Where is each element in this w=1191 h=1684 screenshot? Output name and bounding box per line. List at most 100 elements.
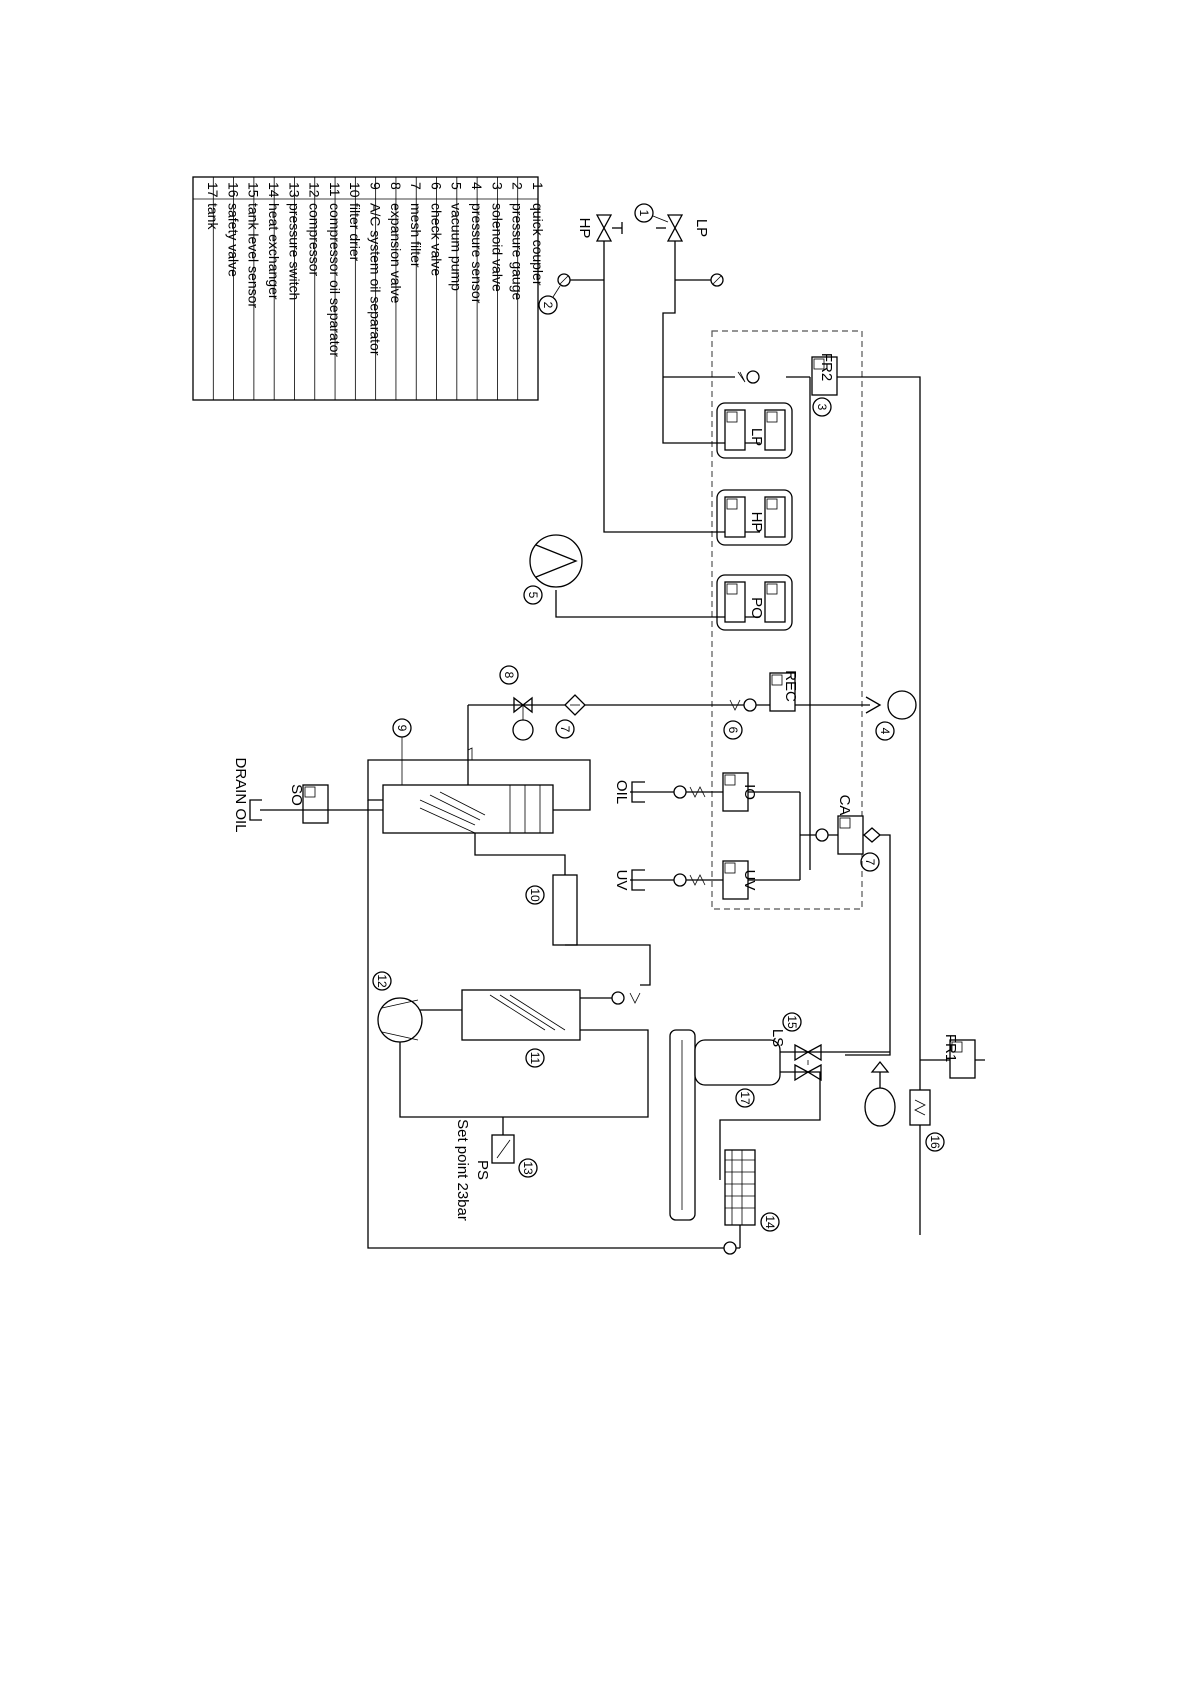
callout-15: 15	[782, 1012, 802, 1032]
legend-label: expansion valve	[388, 203, 404, 304]
hp-quick-coupler	[595, 214, 623, 278]
heat-exchanger	[723, 1149, 756, 1255]
vacuum-pump	[529, 534, 583, 588]
legend-label: tank level sensor	[246, 203, 262, 308]
legend-label: pressure gauge	[510, 203, 526, 301]
lp-quick-coupler	[656, 214, 684, 278]
hp-valve-label: HP	[748, 512, 765, 533]
svg-text:8: 8	[502, 672, 516, 679]
mesh-filter-1	[564, 694, 586, 716]
po-solenoid-valves	[716, 574, 793, 631]
legend-number: 13	[286, 182, 302, 198]
svg-text:15: 15	[785, 1015, 799, 1029]
lp-solenoid-valves	[716, 402, 793, 459]
callout-11: 11	[525, 1048, 545, 1068]
callout-10: 10	[525, 885, 545, 905]
uv-solenoid-valve	[673, 860, 749, 900]
svg-text:9: 9	[395, 725, 409, 732]
so-label: SO	[288, 784, 305, 806]
legend-label: heat exchanger	[266, 203, 282, 300]
callout-2: 2	[538, 285, 561, 315]
legend-number: 8	[388, 182, 404, 190]
svg-text:16: 16	[928, 1135, 942, 1149]
legend-number: 7	[408, 182, 424, 190]
tank	[669, 1029, 781, 1221]
svg-text:11: 11	[528, 1052, 542, 1065]
legend-label: vacuum pump	[449, 203, 465, 291]
fr2-label: FR2	[818, 353, 835, 381]
fr1-label: FR1	[942, 1034, 959, 1062]
callout-7a: 7	[555, 719, 575, 739]
so-solenoid-valve	[249, 784, 383, 824]
legend-label: A/C system oil separator	[368, 203, 384, 356]
fr1-solenoid-valve	[949, 1039, 976, 1079]
svg-text:4: 4	[878, 728, 892, 735]
pressure-sensor	[865, 690, 917, 720]
legend-number: 14	[266, 182, 282, 198]
svg-text:13: 13	[521, 1161, 535, 1175]
legend-number: 9	[368, 182, 384, 190]
legend-label: safety valve	[225, 203, 241, 277]
legend-label: pressure sensor	[469, 203, 485, 304]
io-solenoid-valve	[673, 772, 749, 812]
oil-label: OIL	[613, 780, 630, 804]
legend-number: 11	[327, 182, 343, 197]
callout-6: 6	[723, 720, 743, 740]
callout-5: 5	[523, 585, 543, 605]
legend-label: compressor oil separator	[327, 203, 343, 357]
callout-14: 14	[760, 1212, 780, 1232]
svg-text:10: 10	[528, 888, 542, 902]
svg-text:1: 1	[637, 210, 651, 217]
tank-valves	[719, 1043, 890, 1180]
hp-solenoid-valves	[716, 489, 793, 546]
svg-text:5: 5	[526, 592, 540, 599]
svg-text:2: 2	[541, 302, 555, 309]
set-point-label: Set point 23bar	[454, 1119, 471, 1221]
compressor	[367, 800, 740, 1249]
svg-text:6: 6	[726, 727, 740, 734]
legend-number: 16	[225, 182, 241, 198]
legend-number: 12	[307, 182, 323, 198]
rec-solenoid-valve	[729, 672, 796, 712]
ac-oil-separator	[367, 747, 591, 834]
callout-7b: 7	[860, 852, 880, 872]
legend-label: tank	[205, 203, 221, 230]
filter-drier	[474, 833, 651, 986]
callout-13: 13	[518, 1158, 538, 1178]
callout-9: 9	[392, 718, 412, 785]
legend-number: 4	[469, 182, 485, 190]
uv-valve-label: UV	[741, 870, 758, 891]
legend-label: check valve	[428, 203, 444, 276]
ca-label: CA	[836, 795, 853, 816]
legend-number: 15	[246, 182, 262, 198]
legend-label: mesh filter	[408, 203, 424, 268]
drain-oil-label: DRAIN OIL	[232, 757, 249, 832]
legend-number: 5	[449, 182, 465, 190]
fr2-solenoid-valve	[737, 356, 838, 396]
io-valve-label: IO	[741, 784, 758, 800]
ls-label: LS	[769, 1029, 786, 1047]
svg-text:7: 7	[863, 859, 877, 866]
svg-text:12: 12	[375, 974, 389, 988]
ps-label: PS	[474, 1160, 491, 1180]
legend-number: 1	[530, 182, 546, 190]
manifold-block	[711, 330, 863, 910]
legend-label: filter drier	[347, 203, 363, 262]
pressure-gauge-hp	[557, 273, 604, 287]
nitrogen-bottle	[864, 1060, 896, 1127]
pressure-switch	[491, 1117, 515, 1164]
legend-number: 2	[510, 182, 526, 190]
oil-reservoir	[631, 781, 645, 803]
legend-number: 10	[347, 182, 363, 198]
lp-coupler-label: LP	[693, 219, 710, 237]
hp-coupler-label: HP	[576, 218, 593, 239]
po-valve-label: PO	[748, 597, 765, 619]
ca-solenoid-valve	[815, 815, 881, 855]
svg-text:17: 17	[738, 1091, 752, 1105]
pressure-gauge-lp	[675, 273, 724, 287]
compressor-oil-separator	[399, 989, 649, 1118]
safety-valve	[909, 1089, 931, 1126]
callout-3: 3	[812, 397, 832, 417]
callout-12: 12	[372, 971, 392, 991]
